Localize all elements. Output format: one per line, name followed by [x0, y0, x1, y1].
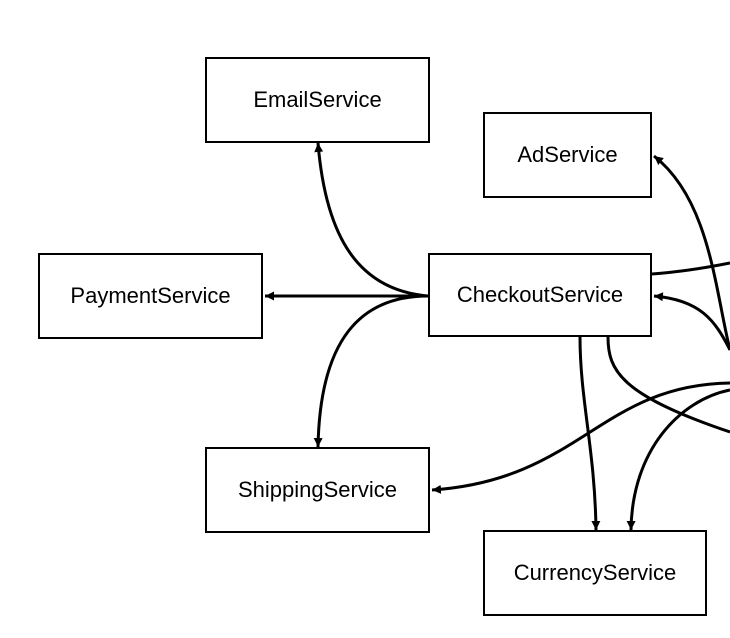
edge-checkout-bottom-to-offcanvas: [606, 336, 730, 434]
edge-checkout-to-offcanvas: [651, 261, 730, 276]
node-checkout-service[interactable]: CheckoutService: [428, 253, 652, 337]
node-shipping-service[interactable]: ShippingService: [205, 447, 430, 533]
node-payment-service[interactable]: PaymentService: [38, 253, 263, 339]
node-label: CurrencyService: [513, 560, 677, 585]
node-ad-service[interactable]: AdService: [483, 112, 652, 198]
node-currency-service[interactable]: CurrencyService: [483, 530, 707, 616]
node-email-service[interactable]: EmailService: [205, 57, 430, 143]
node-label: CheckoutService: [456, 282, 624, 307]
edge-checkout-to-currency: [578, 336, 601, 531]
edge-offcanvas-to-shipping: [431, 381, 730, 494]
edge-checkout-to-shipping: [313, 294, 429, 448]
edge-offcanvas-to-currency: [626, 388, 730, 531]
edge-checkout-to-email: [314, 142, 429, 298]
edge-offcanvas-to-checkout: [653, 292, 730, 351]
node-label: ShippingService: [238, 477, 397, 502]
node-label: EmailService: [253, 87, 382, 112]
edge-offcanvas-to-ad: [653, 154, 730, 351]
node-label: AdService: [517, 142, 618, 167]
node-label: PaymentService: [70, 283, 231, 308]
